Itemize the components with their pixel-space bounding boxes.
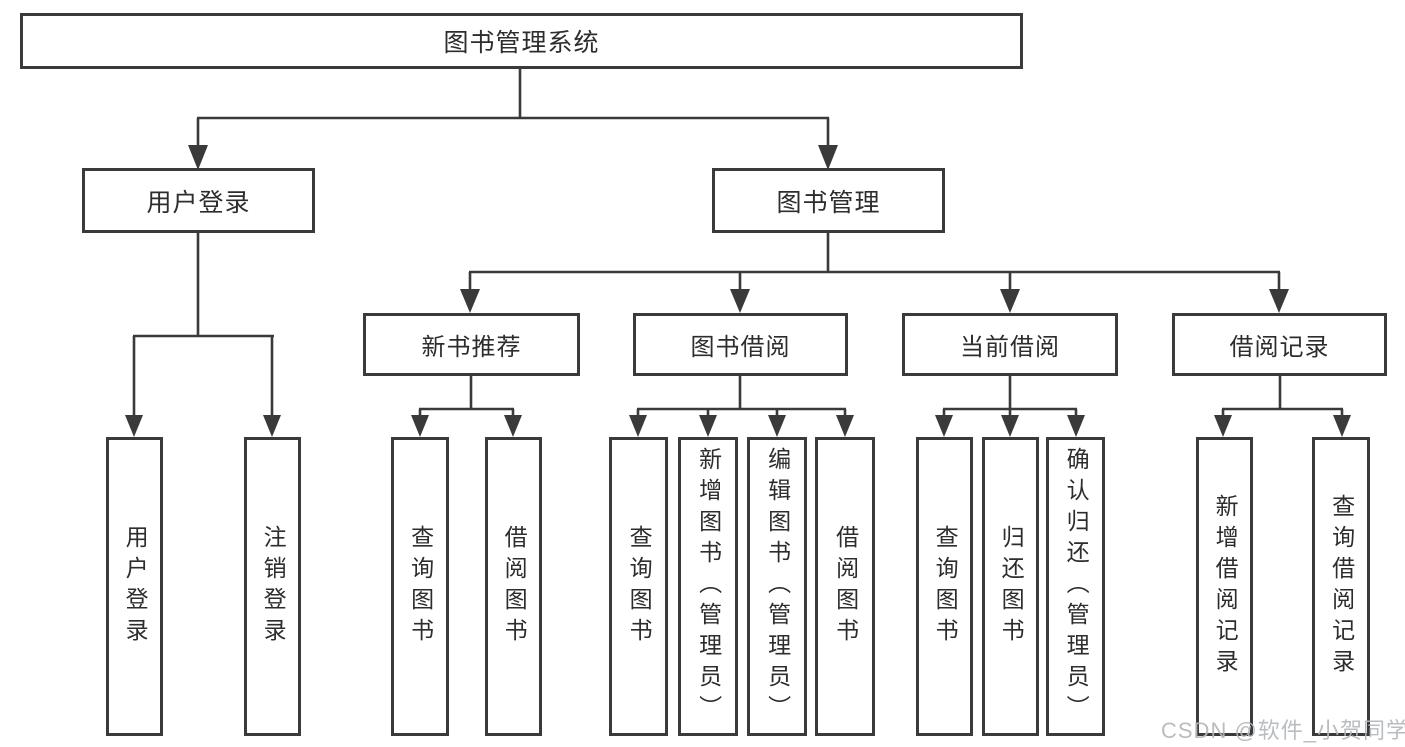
node-cb-query-book: 查询图书 <box>916 437 973 736</box>
node-current-borrow: 当前借阅 <box>902 313 1118 376</box>
node-cb-confirm-return-admin: 确认归还（管理员） <box>1046 437 1105 736</box>
node-br-add-record: 新增借阅记录 <box>1196 437 1253 736</box>
node-cb-return-book: 归还图书 <box>982 437 1039 736</box>
node-logout: 注销登录 <box>244 437 301 736</box>
node-book-management: 图书管理 <box>712 168 945 233</box>
watermark: CSDN @软件_小贺同学 <box>1161 718 1405 743</box>
node-nb-borrow-book: 借阅图书 <box>485 437 542 736</box>
node-bb-add-book-admin: 新增图书（管理员） <box>678 437 738 736</box>
node-br-query-record: 查询借阅记录 <box>1312 437 1370 736</box>
node-nb-query-book: 查询图书 <box>391 437 449 736</box>
node-new-book-recommend: 新书推荐 <box>363 313 580 376</box>
node-borrow-records: 借阅记录 <box>1172 313 1387 376</box>
node-bb-query-book: 查询图书 <box>609 437 668 736</box>
node-login: 用户登录 <box>106 437 163 736</box>
node-bb-edit-book-admin: 编辑图书（管理员） <box>747 437 807 736</box>
node-user-login: 用户登录 <box>82 168 315 233</box>
node-root: 图书管理系统 <box>20 13 1023 69</box>
node-book-borrow: 图书借阅 <box>633 313 848 376</box>
node-bb-borrow-book: 借阅图书 <box>815 437 875 736</box>
